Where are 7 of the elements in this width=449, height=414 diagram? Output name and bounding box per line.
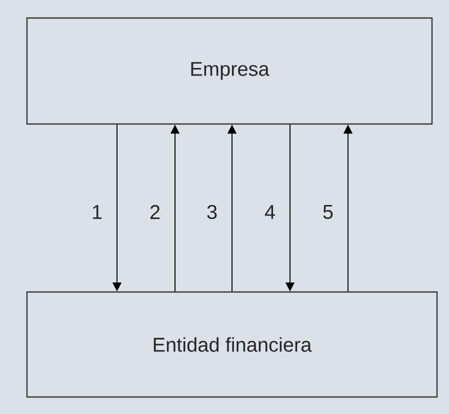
- edge-label: 4: [264, 205, 275, 219]
- edge-label: 3: [207, 204, 217, 220]
- edge-label: 1: [92, 205, 102, 219]
- box: Entidad financiera: [26, 291, 438, 398]
- box: Empresa: [26, 17, 433, 125]
- edge-label: 2: [150, 205, 160, 219]
- edge-label: 5: [323, 205, 333, 219]
